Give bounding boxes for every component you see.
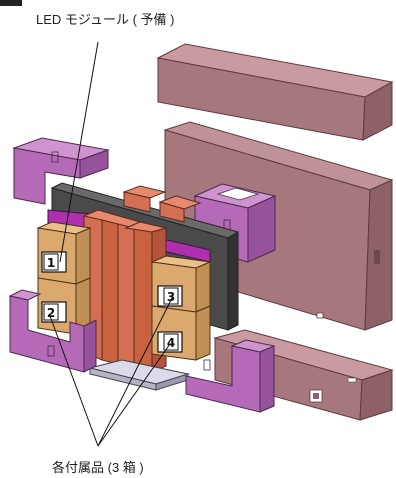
box-number-label-4: 4 (157, 331, 183, 353)
box-number-3: 3 (167, 290, 175, 304)
leader-line-box-3 (97, 297, 173, 447)
outer-carton-lid (156, 43, 394, 141)
cropped-heading-fragment (0, 0, 22, 6)
box-number-label-1: 1 (41, 251, 67, 273)
bottom-right-cushion (185, 339, 276, 413)
led-module-spare-caption: LED モジュール ( 予備 ) (36, 12, 175, 27)
box-number-2: 2 (47, 306, 55, 320)
top-left-cushion (12, 137, 110, 205)
leader-lines (49, 41, 173, 447)
leader-line-led-module (59, 41, 99, 263)
accessories-caption: 各付属品 (3 箱 ) (52, 460, 144, 475)
upper-module-boxes (122, 185, 202, 223)
base-plate (89, 359, 190, 391)
box-number-4: 4 (167, 336, 175, 350)
leader-line-box-4 (97, 343, 171, 447)
box-number-1: 1 (47, 256, 55, 270)
box-number-label-2: 2 (41, 301, 67, 323)
box-number-label-3: 3 (157, 285, 183, 307)
leader-line-box-2 (49, 315, 99, 447)
bottom-left-cushion (8, 289, 97, 373)
